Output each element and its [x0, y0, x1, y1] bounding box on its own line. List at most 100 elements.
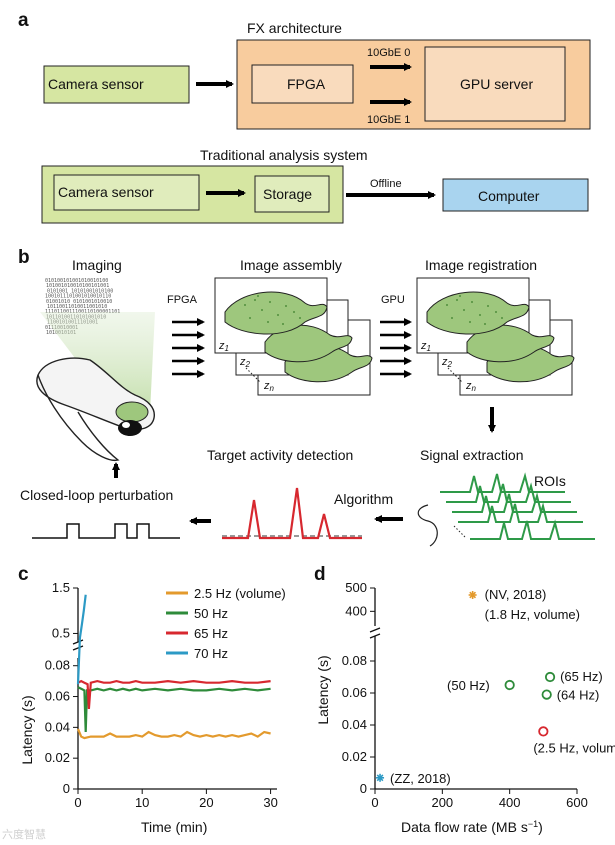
- chart-d-point: [504, 679, 515, 691]
- chart-d-x-tick-label: 200: [431, 795, 453, 810]
- chart-d-ylabel: Latency (s): [315, 655, 331, 724]
- chart-d-point-stroke: [469, 591, 477, 599]
- chart-c-y-tick-label: 0.04: [45, 719, 70, 734]
- chart-c-y-tick-label: 1.5: [52, 580, 70, 595]
- chart-c-legend-label: 65 Hz: [194, 626, 228, 641]
- chart-c-axis-break: [72, 645, 84, 651]
- chart-c-x-tick-label: 10: [135, 795, 149, 810]
- chart-d-x-tick-label: 400: [499, 795, 521, 810]
- binary-row: 101001010010100101001: [46, 283, 109, 289]
- binary-row: 10110011010011001010: [47, 304, 107, 310]
- traditional-camera-label: Camera sensor: [58, 184, 154, 200]
- chart-c-series-line: [76, 728, 271, 740]
- zebrafish-larva-icon: [36, 357, 155, 462]
- chart-d-point-stroke: [376, 774, 384, 782]
- watermark-logo: 六度智慧: [2, 827, 46, 841]
- binary-row: 01001010 0101001010010: [46, 299, 112, 305]
- registration-z2-label: z2: [441, 356, 453, 369]
- chart-c-x-tick-label: 0: [74, 795, 81, 810]
- chart-d-axis-break: [369, 633, 381, 639]
- fx-link1-label: 10GbE 1: [367, 114, 410, 126]
- traditional-computer-label: Computer: [478, 188, 540, 204]
- chart-c-legend-label: 2.5 Hz (volume): [194, 586, 286, 601]
- target-detection-label: Target activity detection: [207, 447, 353, 463]
- chart-c-x-tick-label: 30: [263, 795, 277, 810]
- chart-d-point: [541, 689, 552, 700]
- chart-c-ylabel: Latency (s): [19, 695, 35, 764]
- registration-label: Image registration: [425, 257, 537, 273]
- chart-d-point-label: (65 Hz): [560, 669, 603, 684]
- panel-letter-c: c: [18, 564, 29, 585]
- chart-c-y-tick-label: 0.08: [45, 658, 70, 673]
- chart-c-y-tick-label: 0.5: [52, 625, 70, 640]
- chart-d-point-label: (ZZ, 2018): [390, 771, 451, 786]
- chart-c-xlabel: Time (min): [141, 819, 207, 835]
- fpga-pipeline-label: FPGA: [167, 294, 198, 306]
- chart-d-point: [544, 671, 556, 683]
- chart-d-y-tick-label: 400: [345, 603, 367, 618]
- fx-camera-box: [43, 65, 190, 104]
- fx-gpu-box: [424, 46, 566, 122]
- fx-camera-label: Camera sensor: [48, 76, 144, 92]
- chart-d-point-label: (1.8 Hz, volume): [485, 607, 580, 622]
- registration-z1-label: z1: [420, 340, 431, 353]
- chart-d-point: [538, 726, 549, 737]
- fx-fpga-label: FPGA: [287, 76, 326, 92]
- chart-d-xlabel: Data flow rate (MB s−1): [401, 819, 543, 835]
- gpu-arrows: [380, 318, 412, 378]
- image-assembly-stack: [214, 277, 373, 396]
- roi-traces: [440, 472, 595, 540]
- assembly-zn-label: zn: [263, 380, 275, 393]
- fx-title: FX architecture: [247, 20, 342, 36]
- chart-c-legend-label: 70 Hz: [194, 646, 228, 661]
- perturbation-pulse-train: [32, 523, 180, 539]
- signal-extraction-label: Signal extraction: [420, 447, 524, 463]
- chart-d-point-label: (50 Hz): [447, 678, 490, 693]
- chart-c-y-tick-label: 0: [63, 781, 70, 796]
- panel-letter-a: a: [18, 10, 29, 31]
- chart-c-legend-label: 50 Hz: [194, 606, 228, 621]
- chart-d-y-tick-label: 0: [360, 781, 367, 796]
- chart-d-y-tick-label: 0.04: [342, 717, 367, 732]
- closed-loop-label: Closed-loop perturbation: [20, 487, 173, 503]
- assembly-z2-label: z2: [239, 356, 251, 369]
- traditional-offline-label: Offline: [370, 178, 402, 190]
- traditional-storage-box: [254, 175, 330, 213]
- chart-d-point: [376, 773, 385, 782]
- chart-c-x-tick-label: 20: [199, 795, 213, 810]
- chart-c-y-tick-label: 0.06: [45, 689, 70, 704]
- fx-link0-label: 10GbE 0: [367, 47, 410, 59]
- chart-d-y-tick-label: 0.08: [342, 653, 367, 668]
- traditional-camera-box: [53, 174, 200, 211]
- assembly-z1-label: z1: [218, 340, 229, 353]
- chart-c-axis-break: [72, 639, 84, 645]
- assembly-label: Image assembly: [240, 257, 342, 273]
- chart-c-series-line: [76, 594, 87, 685]
- chart-c-series-line: [77, 686, 271, 733]
- imaging-label: Imaging: [72, 257, 122, 273]
- algorithm-label: Algorithm: [334, 491, 393, 507]
- chart-d-y-tick-label: 500: [345, 580, 367, 595]
- binary-row: 0101001 10101001010100: [47, 288, 113, 294]
- chart-d-point: [468, 591, 477, 599]
- roi-brace: [417, 504, 438, 547]
- fx-gpu-label: GPU server: [460, 76, 533, 92]
- chart-d-point-label: (2.5 Hz, volume): [533, 740, 615, 755]
- traditional-storage-label: Storage: [263, 186, 312, 202]
- binary-row: 010100101001010010100: [45, 278, 108, 284]
- chart-d-y-tick-label: 0.02: [342, 749, 367, 764]
- registration-zn-label: zn: [465, 380, 477, 393]
- chart-d-x-tick-label: 0: [371, 795, 378, 810]
- binary-row: 1001011101001010010110: [45, 294, 111, 300]
- panel-letter-d: d: [314, 564, 326, 585]
- roi-ellipsis: [453, 525, 467, 539]
- panel-letter-b: b: [18, 247, 30, 268]
- gpu-pipeline-label: GPU: [381, 294, 405, 306]
- chart-d-y-tick-label: 0.06: [342, 685, 367, 700]
- rois-label: ROIs: [534, 473, 566, 489]
- fx-fpga-box: [251, 64, 354, 104]
- traditional-computer-box: [442, 178, 589, 212]
